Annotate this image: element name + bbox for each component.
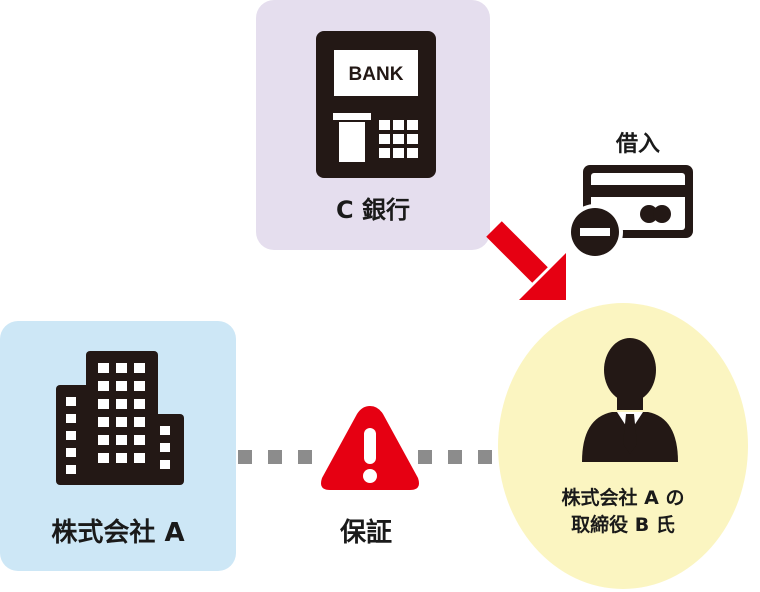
person-label-line1: 株式会社 A の	[561, 487, 685, 509]
company-label: 株式会社 A	[51, 518, 185, 548]
guarantee-line	[238, 450, 492, 464]
loan-label: 借入	[615, 132, 660, 157]
atm-screen-text: BANK	[349, 64, 404, 85]
loan-arrow	[486, 221, 566, 300]
building-icon	[56, 351, 184, 485]
bank-label: C 銀行	[336, 196, 410, 224]
credit-card-minus-icon	[567, 165, 693, 260]
person-label-line2: 取締役 B 氏	[571, 514, 675, 536]
guarantee-label: 保証	[339, 518, 392, 548]
atm-icon: BANK	[316, 31, 436, 178]
warning-icon	[321, 406, 419, 490]
businessman-icon	[582, 338, 678, 462]
